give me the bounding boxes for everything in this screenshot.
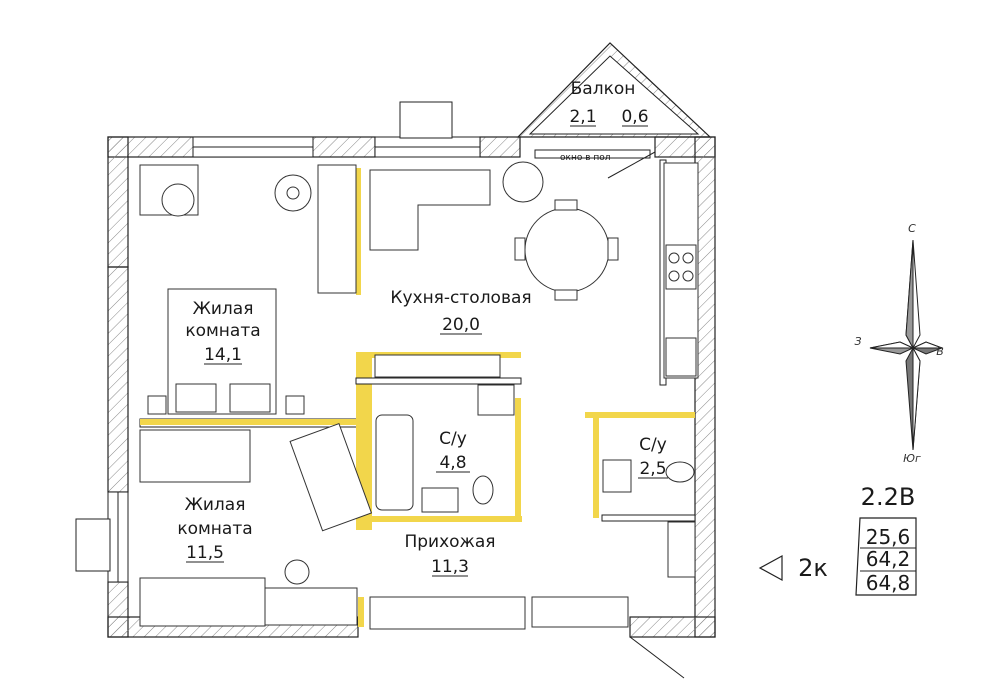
area-total: 64,2 (866, 547, 911, 571)
bedroom2-area: 11,5 (186, 543, 224, 563)
bedroom1-area: 14,1 (204, 345, 242, 365)
area-box (855, 517, 917, 596)
bed-bedroom2-bottom (139, 577, 266, 627)
entrance-arrow-icon (758, 554, 783, 582)
area-living: 25,6 (866, 525, 911, 549)
rooms-label: 2к (798, 554, 828, 582)
sofa-kitchen (369, 169, 491, 251)
bathroom1-area: 4,8 (439, 453, 466, 473)
balcony-name: Балкон (571, 79, 636, 99)
apartment-info: 2.2В 25,6 64,2 64,8 2к (758, 483, 917, 596)
room-labels: Кухня-столовая 20,0 Жилая комната 14,1 Ж… (177, 288, 668, 577)
bedroom1-name-line1: Жилая (193, 299, 254, 319)
bed-bedroom2-top (139, 429, 251, 483)
hallway-name: Прихожая (404, 532, 495, 552)
compass (869, 239, 944, 451)
balcony-area-reduced: 0,6 (621, 107, 648, 127)
hallway-area: 11,3 (431, 557, 469, 577)
compass-north-label: С (908, 222, 916, 235)
balcony-door-line (607, 151, 656, 179)
area-with-balcony: 64,8 (866, 571, 911, 595)
bathroom2-area: 2,5 (639, 459, 666, 479)
apartment-code: 2.2В (861, 483, 916, 511)
compass-south-label: Юг (903, 452, 921, 465)
dining-table (524, 207, 610, 293)
kitchen-area: 20,0 (442, 315, 480, 335)
bathroom1-name: С/у (439, 429, 467, 449)
entrance-door-swing (629, 636, 685, 679)
balcony-area: 2,1 (569, 107, 596, 127)
bedroom1-name-line2: комната (185, 321, 260, 341)
outdoor-unit-left (75, 518, 111, 572)
windows (107, 136, 651, 583)
kitchen-name: Кухня-столовая (390, 288, 531, 308)
balcony: Балкон 2,1 0,6 (516, 42, 712, 138)
outdoor-unit-top (399, 101, 453, 139)
window-note: окно в пол (560, 153, 611, 163)
compass-east-label: В (936, 345, 944, 358)
compass-west-label: З (854, 335, 861, 348)
bedroom2-name-line1: Жилая (185, 495, 246, 515)
bedroom2-name-line2: комната (177, 519, 252, 539)
furniture (139, 161, 699, 630)
bathroom2-name: С/у (639, 435, 667, 455)
bathtub (375, 414, 414, 511)
